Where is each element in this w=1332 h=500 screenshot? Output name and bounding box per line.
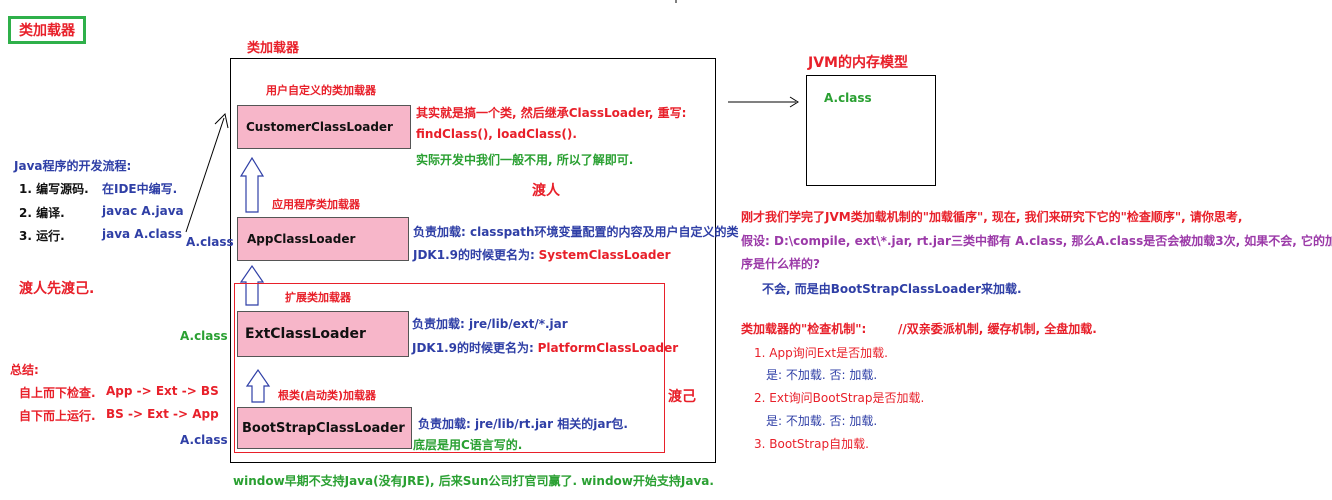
mechanism-note: //双亲委派机制, 缓存机制, 全盘加载. — [898, 322, 1097, 336]
custom-loader-desc3: 实际开发中我们一般不用, 所以了解即可. — [416, 153, 634, 167]
mechanism-step2-sub: 是: 不加载. 否: 加载. — [766, 414, 878, 428]
ext-loader-caption: 扩展类加载器 — [285, 291, 351, 304]
app-loader-desc2: JDK1.9的时候更名为: SystemClassLoader — [413, 246, 671, 263]
up-arrow-boot-to-ext — [245, 368, 271, 403]
app-loader-name: AppClassLoader — [247, 232, 356, 246]
summary-line1-path: App -> Ext -> BS — [106, 384, 219, 398]
ferry-first-text: 渡人先渡己. — [19, 281, 95, 297]
bootstrap-loader-desc1: 负责加载: jre/lib/rt.jar 相关的jar包. — [418, 417, 628, 431]
bootstrap-loader-desc2: 底层是用C语言写的. — [413, 438, 523, 452]
ext-loader-rename-name: PlatformClassLoader — [537, 341, 679, 355]
app-loader-box: AppClassLoader — [237, 217, 409, 261]
custom-loader-box: CustomerClassLoader — [237, 105, 411, 149]
summary-line2-path: BS -> Ext -> App — [106, 407, 219, 421]
ext-loader-desc2: JDK1.9的时候更名为: PlatformClassLoader — [412, 339, 678, 356]
summary-line1-label: 自上而下检查. — [19, 386, 96, 400]
up-arrow-ext-to-app — [239, 264, 265, 306]
mechanism-step3: 3. BootStrap自加载. — [754, 437, 869, 451]
summary-line2-label: 自下而上运行. — [19, 409, 96, 423]
custom-loader-name: CustomerClassLoader — [246, 120, 393, 134]
dev-step-3-label: 3. 运行. — [19, 229, 65, 243]
app-loader-rename-name: SystemClassLoader — [538, 248, 671, 262]
ferry-people-text: 渡人 — [532, 183, 560, 199]
question-line3: 序是什么样的? — [741, 257, 820, 271]
jvm-memory-box: A.class — [806, 75, 936, 186]
custom-loader-caption: 用户自定义的类加载器 — [266, 84, 376, 97]
mechanism-step1-sub: 是: 不加载. 否: 加载. — [766, 368, 878, 382]
page-title: 类加载器 — [8, 16, 86, 44]
dev-step-1-detail: 在IDE中编写. — [102, 182, 178, 196]
ext-loader-rename-prefix: JDK1.9的时候更名为: — [412, 341, 534, 355]
app-loader-caption: 应用程序类加载器 — [272, 198, 360, 211]
dev-step-1-label: 1. 编写源码. — [19, 182, 89, 196]
footer-note: window早期不支持Java(没有JRE), 后来Sun公司打官司赢了. wi… — [233, 474, 714, 488]
custom-loader-desc1: 其实就是搞一个类, 然后继承ClassLoader, 重写: — [416, 106, 687, 120]
bootstrap-loader-name: BootStrapClassLoader — [242, 420, 405, 436]
ferry-self-text: 渡己 — [668, 389, 696, 405]
class-loader-frame — [230, 58, 716, 463]
aclass-label-bootstrap: A.class — [180, 433, 228, 447]
app-loader-desc1: 负责加载: classpath环境变量配置的内容及用户自定义的类 — [413, 225, 739, 239]
ext-loader-name: ExtClassLoader — [245, 326, 366, 342]
summary-heading: 总结: — [10, 363, 39, 377]
mechanism-heading: 类加载器的"检查机制": — [741, 322, 867, 336]
dev-step-2-label: 2. 编译. — [19, 206, 65, 220]
dev-step-3-detail: java A.class — [102, 227, 182, 241]
question-answer: 不会, 而是由BootStrapClassLoader来加载. — [762, 282, 1022, 296]
dev-step-2-detail: javac A.java — [102, 204, 184, 218]
aclass-label-app: A.class — [186, 235, 234, 249]
jvm-aclass: A.class — [824, 91, 872, 105]
dev-flow-heading: Java程序的开发流程: — [14, 159, 132, 173]
load-arrow-head — [214, 112, 229, 129]
question-line1: 刚才我们学完了JVM类加载机制的"加载循序", 现在, 我们来研究下它的"检查顺… — [741, 210, 1243, 224]
jvm-arrow-head — [789, 96, 799, 108]
mechanism-step2: 2. Ext询问BootStrap是否加载. — [754, 391, 925, 405]
ext-loader-frame — [234, 283, 665, 453]
jvm-title: JVM的内存模型 — [808, 55, 908, 71]
bootstrap-loader-caption: 根类(启动类)加载器 — [278, 389, 377, 402]
mechanism-step1: 1. App询问Ext是否加载. — [754, 346, 888, 360]
ext-loader-desc1: 负责加载: jre/lib/ext/*.jar — [412, 317, 568, 331]
bootstrap-loader-box: BootStrapClassLoader — [237, 407, 412, 449]
aclass-label-ext: A.class — [180, 329, 228, 343]
frame-title: 类加载器 — [247, 41, 300, 56]
load-arrow-line — [185, 117, 225, 233]
ext-loader-box: ExtClassLoader — [237, 311, 409, 357]
up-arrow-app-to-custom — [239, 156, 265, 213]
question-line2: 假设: D:\compile, ext\*.jar, rt.jar三类中都有 A… — [741, 234, 1332, 248]
app-loader-rename-prefix: JDK1.9的时候更名为: — [413, 248, 535, 262]
custom-loader-desc2: findClass(), loadClass(). — [416, 127, 577, 141]
